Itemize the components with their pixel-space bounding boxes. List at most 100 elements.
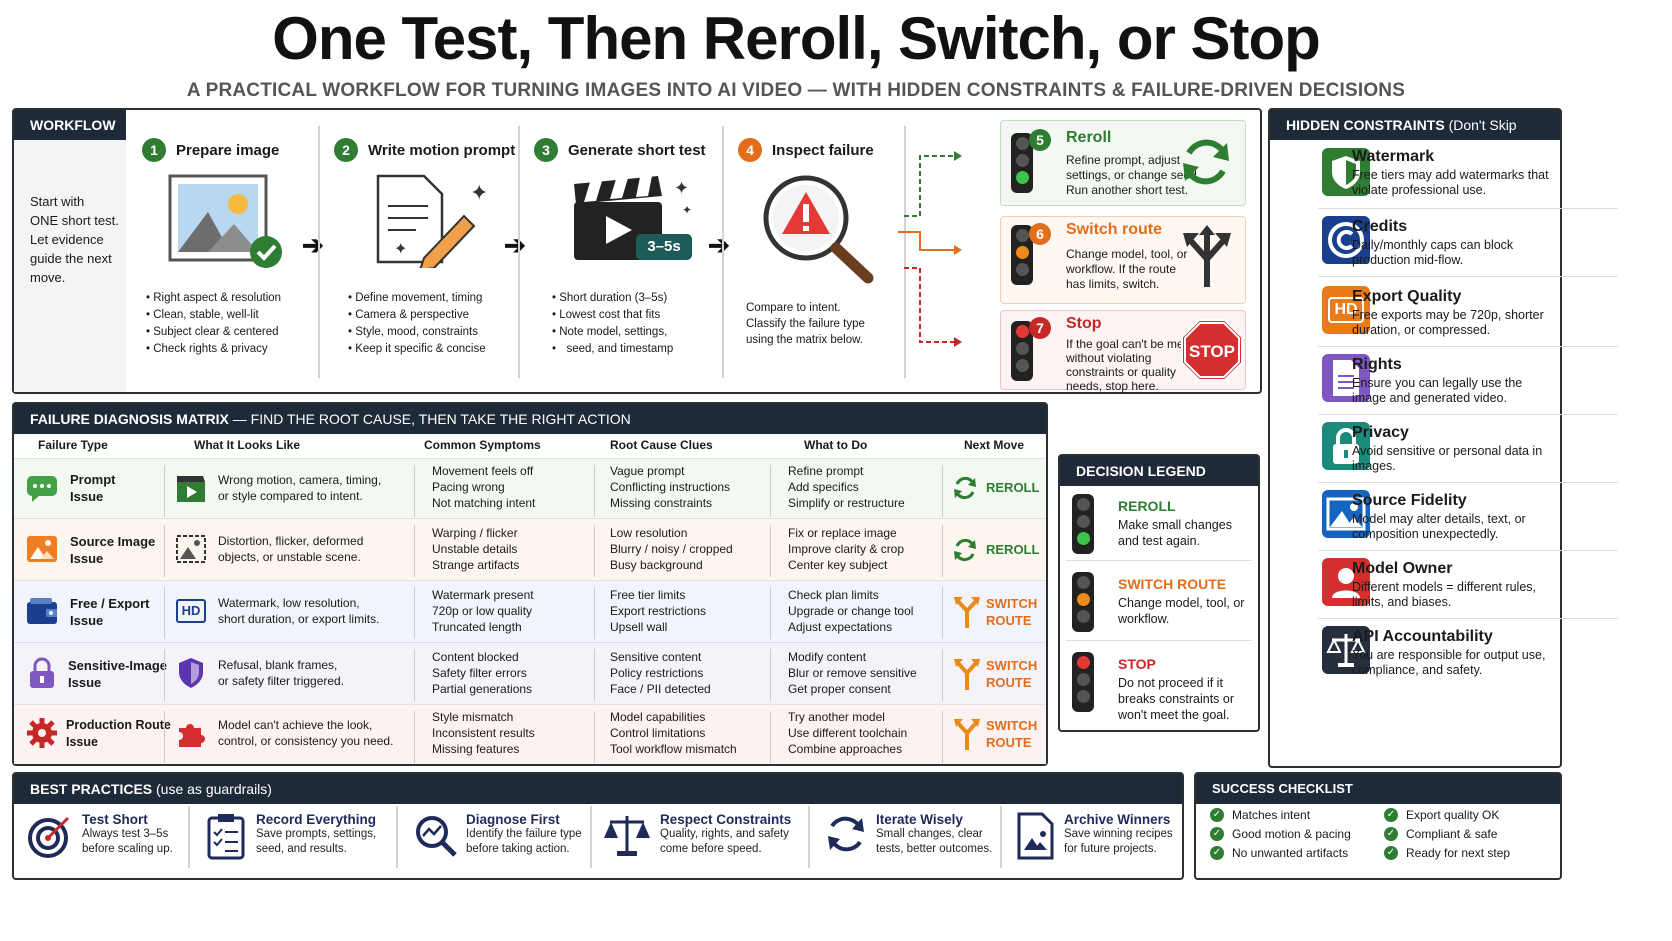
checklist-item: ✓Export quality OK [1384,808,1499,822]
refresh-icon [1183,139,1229,185]
legend-stop: STOP Do not proceed if it breaks constra… [1118,656,1235,722]
hidden-constraints-header: HIDDEN CONSTRAINTS (Don't Skip These) [1270,110,1560,163]
svg-text:✦: ✦ [674,178,689,198]
arrow-2: ➔ [504,230,526,260]
distorted-image-icon [176,535,206,563]
traffic-light-orange-icon [1072,572,1094,632]
hd-icon: HD [1322,286,1370,334]
gear-icon [27,718,57,748]
hidden-constraints-panel [1268,108,1562,768]
scales-icon [604,816,650,856]
check-icon: ✓ [1384,846,1398,860]
checklist-item: ✓No unwanted artifacts [1210,846,1348,860]
svg-text:✦: ✦ [394,241,407,258]
magnifier-warning-icon [763,175,874,284]
refresh-icon [954,476,976,500]
step-divider-1 [318,126,320,378]
arrow-3: ➔ [708,230,730,260]
traffic-light-red-icon [1072,652,1094,712]
picture-icon [1322,490,1370,538]
best-practices-header: BEST PRACTICES (use as guardrails) [14,774,1182,804]
checklist-item: ✓Compliant & safe [1384,827,1497,841]
lock-icon [30,657,54,688]
puzzle-icon [179,724,205,747]
cycle-icon [828,816,864,852]
svg-text:STOP: STOP [1189,342,1235,361]
decision-legend-header: DECISION LEGEND [1060,456,1258,486]
hd-icon: HD [176,599,206,623]
video-icon [177,476,205,502]
chat-bubble-icon [27,476,57,502]
user-icon [1322,558,1370,606]
matrix-header: FAILURE DIAGNOSIS MATRIX — FIND THE ROOT… [14,404,1046,434]
traffic-light-orange-icon [1011,225,1033,285]
workflow-header: WORKFLOW [14,110,126,140]
check-icon: ✓ [1210,808,1224,822]
clipboard-icon [207,814,245,860]
traffic-light-green-icon [1072,494,1094,554]
step-3-bullets: Short duration (3–5s) Lowest cost that f… [552,290,673,358]
page-title: One Test, Then Reroll, Switch, or Stop [272,5,1321,72]
fork-arrow-icon [954,719,980,750]
image-icon [27,536,57,562]
traffic-light-green-icon [1011,133,1033,193]
step-4-text: Compare to intent. Classify the failure … [746,302,865,346]
workflow-intro-bg [14,140,126,392]
branch-connectors [898,151,962,347]
shield-icon [1322,148,1370,196]
check-icon: ✓ [1210,846,1224,860]
scales-icon [1322,626,1370,674]
outcome-reroll: 5 Reroll Refine prompt, adjust settings,… [1000,120,1246,206]
document-icon [1322,354,1370,402]
image-icon [168,174,282,268]
copyright-icon [1322,216,1370,264]
step-divider-4 [904,126,906,378]
duration-badge: 3–5s [636,234,692,260]
refresh-icon [954,538,976,562]
legend-switch-route: SWITCH ROUTE Change model, tool, or work… [1118,576,1245,626]
checklist-item: ✓Matches intent [1210,808,1310,822]
shield-icon [179,658,203,688]
outcome-switch-route: 6 Switch route Change model, tool, or wo… [1000,216,1246,304]
outcome-stop: 7 Stop If the goal can't be met without … [1000,310,1246,393]
check-icon: ✓ [1384,808,1398,822]
archive-document-icon [1017,812,1054,860]
fork-arrow-icon [954,597,980,628]
step-divider-3 [722,126,724,378]
step-1-bullets: Right aspect & resolution Clean, stable,… [146,290,281,358]
document-pencil-icon: ✦ ✦ [376,174,488,268]
fork-arrow-icon [1183,225,1231,287]
stop-sign-icon: STOP [1181,319,1243,381]
svg-text:✦: ✦ [682,203,692,217]
page-subtitle: A PRACTICAL WORKFLOW FOR TURNING IMAGES … [186,80,1406,101]
lock-icon [1322,422,1370,470]
workflow-intro: Start with ONE short test. Let evidence … [30,194,119,285]
checklist-item: ✓Good motion & pacing [1210,827,1351,841]
matrix-column-headers: Failure Type What It Looks Like Common S… [38,438,1025,452]
success-checklist-header: SUCCESS CHECKLIST [1196,774,1560,804]
fork-arrow-icon [954,659,980,690]
target-icon [28,816,70,858]
wallet-icon [27,598,57,624]
checklist-item: ✓Ready for next step [1384,846,1510,860]
